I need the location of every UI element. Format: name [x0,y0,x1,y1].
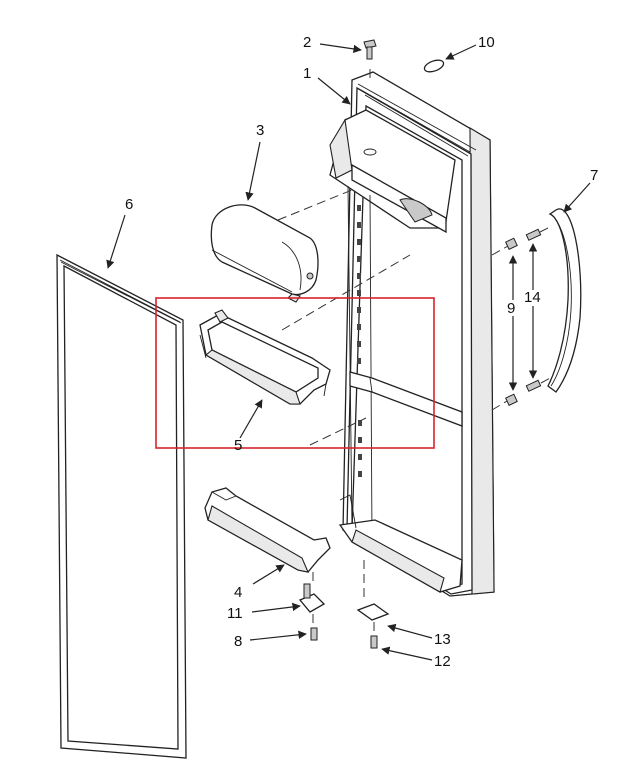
callout-4: 4 [234,584,242,601]
door-gasket [56,253,187,759]
callout-8: 8 [234,633,242,650]
callout-labels: 1 2 3 4 5 6 7 8 9 10 11 12 13 14 [125,34,598,670]
callout-7: 7 [590,167,598,184]
lower-door-bin [204,487,331,573]
door-handle [547,208,582,393]
callout-12: 12 [434,653,451,670]
callout-14: 14 [524,289,541,306]
callout-2: 2 [303,34,311,51]
door-bin [199,309,331,405]
callout-6: 6 [125,196,133,213]
callout-5: 5 [234,437,242,454]
callout-11: 11 [227,605,243,622]
hinge-hardware [298,560,390,649]
callout-10: 10 [478,34,495,51]
door-liner [329,71,495,597]
highlight-box [155,297,435,449]
callout-9: 9 [507,300,515,317]
handle-screws [491,225,553,411]
hole-plug [423,59,445,73]
leader-lines [106,43,591,661]
callout-13: 13 [434,631,451,648]
callout-1: 1 [303,65,311,82]
shelf-rail-holes [357,205,362,477]
assembly-lines [277,64,411,446]
ice-bucket-cover [210,204,319,303]
callout-3: 3 [256,122,264,139]
top-screw [363,39,377,60]
